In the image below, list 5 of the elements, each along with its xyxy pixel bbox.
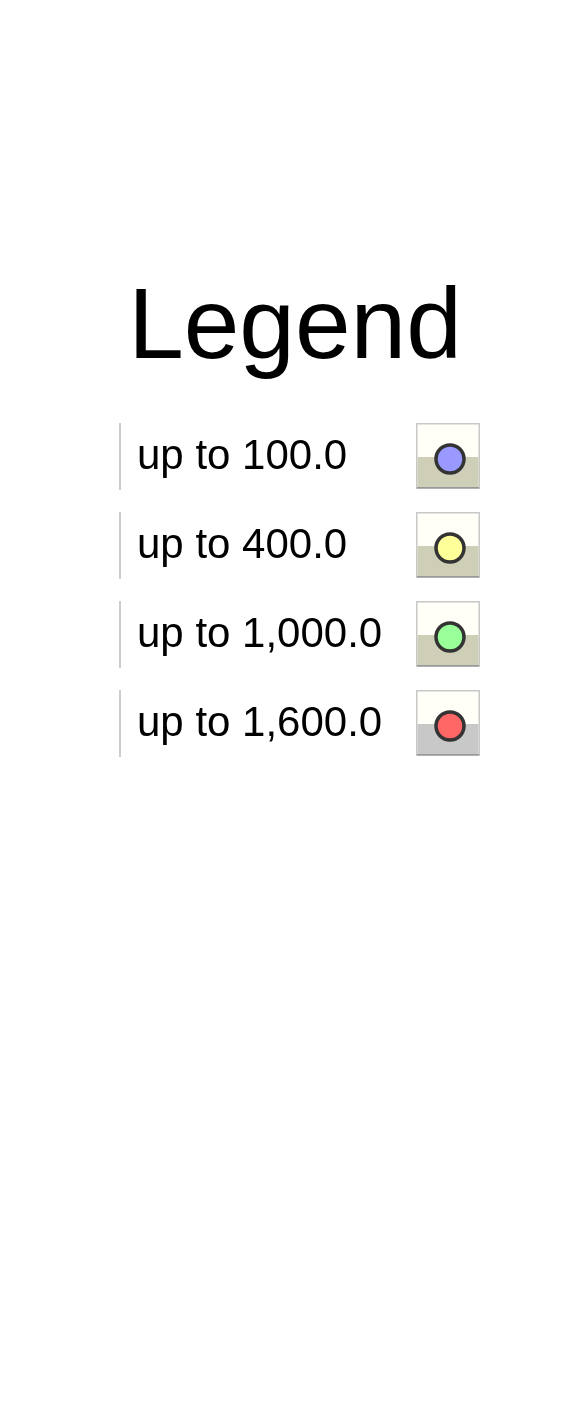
legend-label: up to 1,000.0 (137, 608, 383, 658)
legend-label: up to 1,600.0 (137, 697, 383, 747)
legend-label: up to 100.0 (137, 430, 348, 480)
legend-title: Legend (127, 266, 463, 381)
legend-label: up to 400.0 (137, 519, 348, 569)
